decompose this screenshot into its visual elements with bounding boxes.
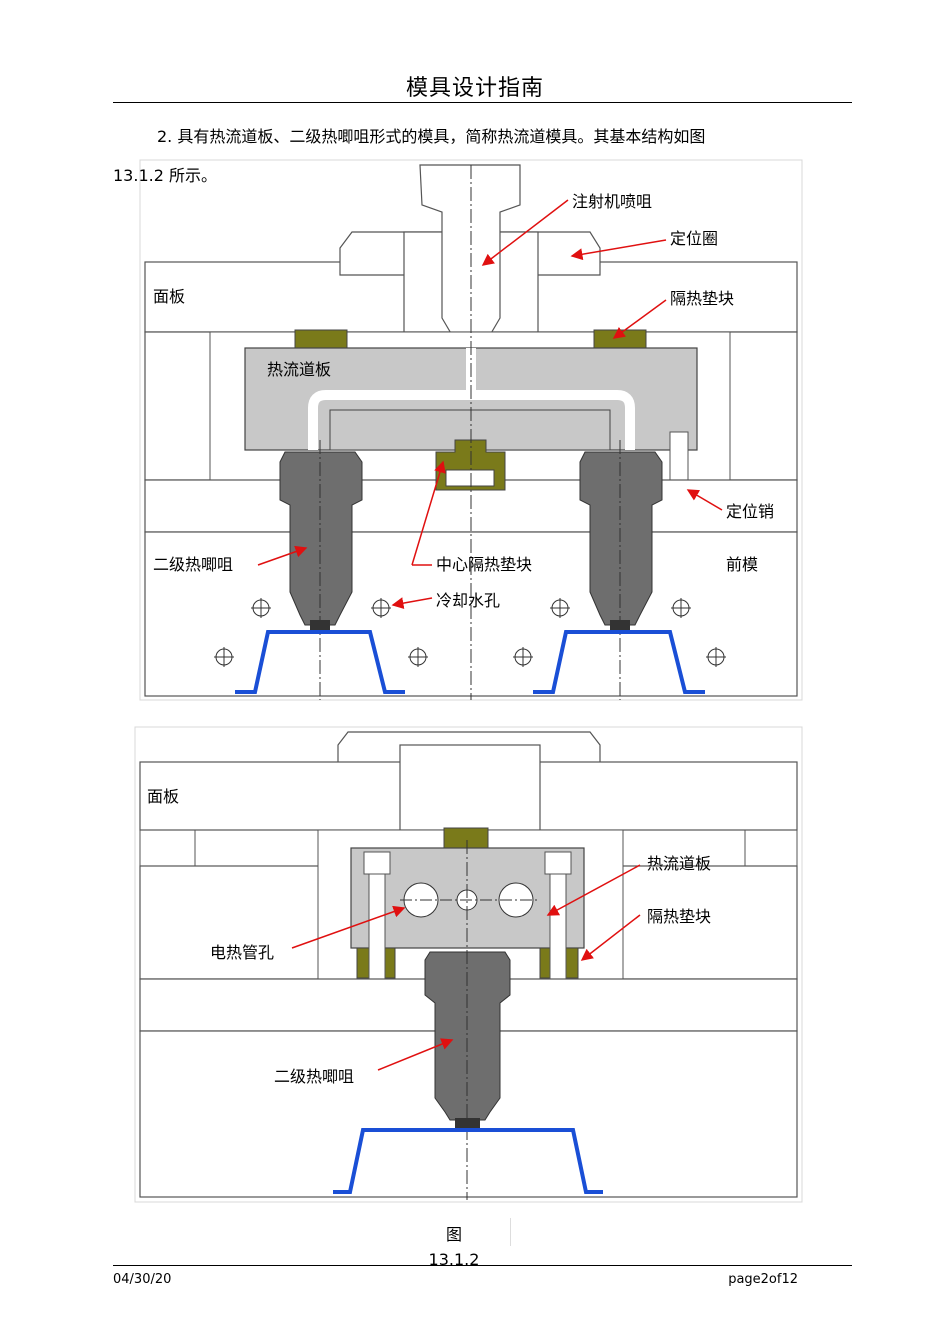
intro-line-2: 13.1.2 所示。 xyxy=(113,166,217,185)
label-machine-nozzle: 注射机喷咀 xyxy=(572,192,652,211)
label-secondary-nozzle: 二级热唧咀 xyxy=(153,555,233,574)
label-manifold-2: 热流道板 xyxy=(647,854,711,873)
label-manifold: 热流道板 xyxy=(267,360,331,379)
caption-line-2: 13.1.2 xyxy=(428,1250,480,1269)
label-top-plate-2: 面板 xyxy=(147,787,179,806)
label-cooling-hole: 冷却水孔 xyxy=(436,591,500,610)
figure-1-mold-diagram: 注射机喷咀 定位圈 面板 隔热垫块 热流道板 定位销 二级热唧咀 中心隔热垫块 … xyxy=(139,159,803,701)
label-front-mold: 前模 xyxy=(726,555,758,574)
insulator-left xyxy=(294,329,348,349)
secondary-nozzle-2 xyxy=(424,951,511,1130)
label-locating-pin: 定位销 xyxy=(726,502,774,521)
intro-line-1: 2. 具有热流道板、二级热唧咀形式的模具，简称热流道模具。其基本结构如图 xyxy=(157,127,706,146)
figure-2-mold-diagram: 面板 热流道板 隔热垫块 电热管孔 二级热唧咀 xyxy=(134,726,803,1203)
caption-line-1: 图 xyxy=(445,1225,462,1244)
figure-caption: 图 13.1.2 xyxy=(424,1222,484,1272)
footer-date: 04/30/20 xyxy=(113,1272,172,1287)
footer-page-number: page2of12 xyxy=(728,1272,798,1287)
label-top-plate: 面板 xyxy=(153,287,185,306)
caption-divider xyxy=(510,1218,511,1246)
label-secondary-nozzle-2: 二级热唧咀 xyxy=(274,1067,354,1086)
label-center-insulator: 中心隔热垫块 xyxy=(436,555,532,574)
header-rule xyxy=(113,102,852,103)
label-insulator: 隔热垫块 xyxy=(670,289,734,308)
molded-part-right xyxy=(533,630,705,694)
document-title: 模具设计指南 xyxy=(405,76,544,101)
label-heater-hole: 电热管孔 xyxy=(210,943,274,962)
molded-part-2 xyxy=(333,1128,603,1194)
cooling-holes xyxy=(214,598,726,667)
molded-part-left xyxy=(235,630,405,694)
label-insulator-2: 隔热垫块 xyxy=(647,907,711,926)
label-locating-ring: 定位圈 xyxy=(670,229,718,248)
footer-rule xyxy=(113,1265,852,1266)
